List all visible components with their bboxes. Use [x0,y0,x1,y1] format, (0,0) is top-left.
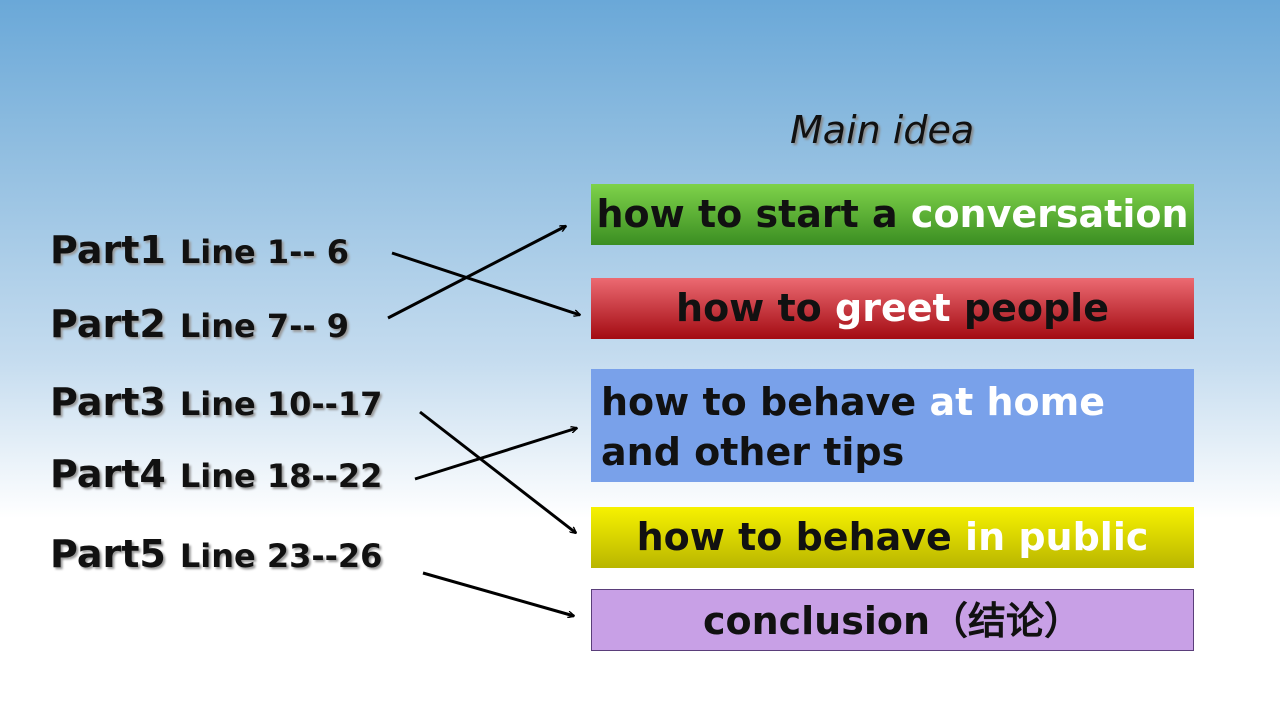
part-lines: Line 23--26 [179,537,383,575]
part-name: Part4 [50,452,166,496]
idea-box-at-home: how to behave at home and other tips [591,369,1194,482]
slide-title: Main idea [790,108,975,152]
part-name: Part5 [50,532,166,576]
idea-text-end: and other tips [601,430,905,474]
part-label-2: Part2 Line 7-- 9 [50,302,349,346]
part-label-3: Part3 Line 10--17 [50,380,382,424]
arrow-part2-to-conversation [387,224,566,320]
part-label-1: Part1 Line 1-- 6 [50,228,349,272]
idea-text-end: people [950,286,1109,330]
idea-text: how to [676,286,836,330]
part-name: Part1 [50,228,166,272]
idea-text: how to start a [596,192,911,236]
idea-text: how to behave [636,515,966,559]
part-label-4: Part4 Line 18--22 [50,452,382,496]
idea-highlight: conversation [910,192,1189,236]
idea-box-greet: how to greet people [591,278,1194,339]
part-lines: Line 1-- 6 [179,233,350,271]
idea-highlight: greet [835,286,951,330]
part-lines: Line 18--22 [179,457,383,495]
idea-box-conclusion: conclusion（结论） [591,589,1194,651]
idea-highlight: in public [965,515,1149,559]
arrow-part5-to-conclusion [422,571,574,616]
part-label-5: Part5 Line 23--26 [50,532,382,576]
arrow-part3-to-in-public [419,410,576,533]
part-name: Part2 [50,302,166,346]
idea-box-in-public: how to behave in public [591,507,1194,568]
arrow-part1-to-greet [391,251,580,315]
idea-text-end: （结论） [930,599,1083,643]
idea-text: how to behave [601,380,930,424]
idea-text: conclusion [702,599,931,643]
arrow-part4-to-at-home [414,428,577,481]
part-lines: Line 10--17 [179,385,383,423]
idea-highlight: at home [929,380,1106,424]
part-name: Part3 [50,380,166,424]
idea-box-conversation: how to start a conversation [591,184,1194,245]
part-lines: Line 7-- 9 [179,307,350,345]
